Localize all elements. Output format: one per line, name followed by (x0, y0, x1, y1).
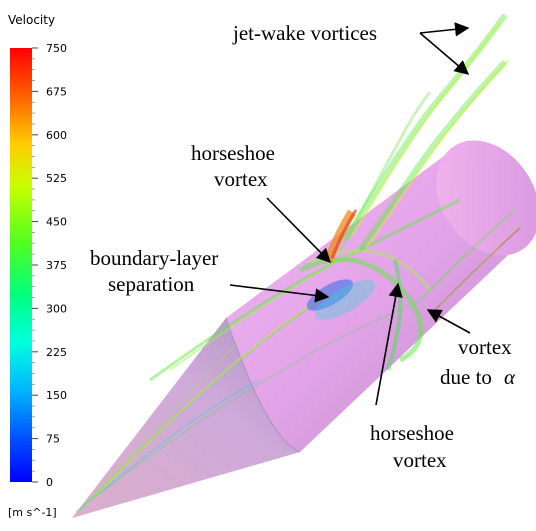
legend-tick-label: 450 (46, 216, 67, 229)
separation-halo (314, 280, 376, 320)
legend-tick-label: 675 (46, 85, 67, 98)
jet-wake-vortex (365, 59, 509, 249)
jet-wake-vortex (351, 21, 501, 237)
label-horseshoe-top-line1: horseshoe (191, 141, 275, 165)
velocity-legend: Velocity 750675600525450375300225150750 … (8, 13, 67, 519)
separation-region (306, 279, 354, 311)
legend-tick-label: 75 (46, 433, 60, 446)
base-disc (436, 140, 536, 256)
arrow-horseshoe-top (266, 197, 332, 264)
legend-title: Velocity (8, 13, 55, 27)
streamline (439, 221, 523, 306)
label-vortex-alpha-line1: vortex (458, 335, 512, 359)
streamline (419, 209, 516, 301)
legend-colorbar (10, 48, 32, 482)
label-separation-line1: boundary-layer (90, 246, 218, 270)
horseshoe-vortex-lower (386, 259, 403, 371)
legend-tick-label: 600 (46, 129, 67, 142)
arrow-jet-wake-1 (419, 22, 470, 37)
cylinder-body (226, 150, 524, 452)
arrow-separation (229, 284, 330, 303)
alpha-symbol: α (504, 365, 516, 389)
missile-body (72, 140, 536, 518)
label-separation-line2: separation (108, 272, 195, 296)
legend-tick-label: 750 (46, 42, 67, 55)
label-horseshoe-bottom-line2: vortex (393, 448, 447, 472)
legend-unit: [m s^-1] (8, 506, 57, 519)
legend-tick-label: 150 (46, 389, 67, 402)
arrow-vortex-alpha (426, 309, 471, 334)
label-vortex-alpha-line2: due to (440, 365, 492, 389)
streamline (89, 339, 241, 501)
label-jet-wake-vortices: jet-wake vortices (232, 21, 377, 45)
streamline (95, 299, 421, 497)
streamline (75, 379, 261, 513)
label-horseshoe-top-line2: vortex (214, 167, 268, 191)
streamline (85, 291, 331, 506)
arrow-jet-wake-2 (419, 32, 470, 75)
arrow-horseshoe-bottom (375, 282, 403, 406)
legend-tick-label: 300 (46, 302, 67, 315)
jet-wake-vortex (338, 91, 432, 251)
legend-tick-label: 375 (46, 259, 67, 272)
legend-tick-label: 525 (46, 172, 67, 185)
jet-wake-vortex (357, 59, 508, 252)
legend-tick-label: 0 (46, 476, 53, 489)
annotations: jet-wake vortices horseshoe vortex bound… (90, 21, 516, 472)
legend-tick-label: 225 (46, 346, 67, 359)
jet-plume-core (330, 209, 358, 259)
nose-cone (72, 318, 300, 518)
label-horseshoe-bottom-line1: horseshoe (370, 421, 454, 445)
